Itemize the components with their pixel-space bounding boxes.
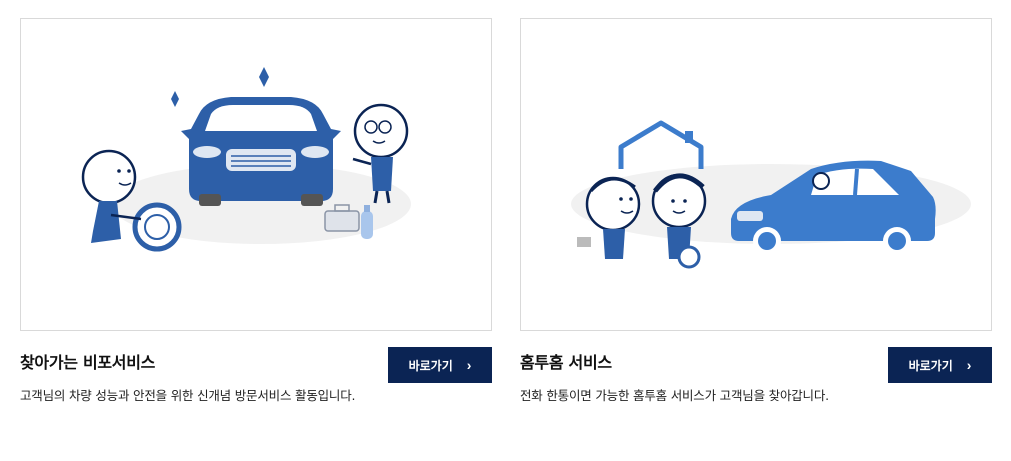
card-title: 찾아가는 비포서비스 <box>20 353 156 372</box>
card-illustration-frame <box>20 18 492 331</box>
go-button-label: 바로가기 <box>408 358 453 373</box>
go-button-label: 바로가기 <box>908 358 953 373</box>
service-card-home-to-home: 홈투홈 서비스 바로가기 › 전화 한통이면 가능한 홈투홈 서비스가 고객님을… <box>520 18 992 403</box>
chevron-right-icon: › <box>966 357 972 373</box>
card-description: 고객님의 차량 성능과 안전을 위한 신개념 방문서비스 활동입니다. <box>20 388 356 403</box>
card-illustration-frame <box>520 18 992 331</box>
chevron-right-icon: › <box>466 357 472 373</box>
service-card-before-service: 찾아가는 비포서비스 바로가기 › 고객님의 차량 성능과 안전을 위한 신개념… <box>20 18 492 403</box>
go-button[interactable]: 바로가기 › <box>888 347 992 383</box>
card-description: 전화 한통이면 가능한 홈투홈 서비스가 고객님을 찾아갑니다. <box>520 388 829 403</box>
home-to-home-illustration <box>571 120 971 269</box>
before-service-illustration <box>81 67 411 252</box>
go-button[interactable]: 바로가기 › <box>388 347 492 383</box>
card-title: 홈투홈 서비스 <box>520 353 612 372</box>
